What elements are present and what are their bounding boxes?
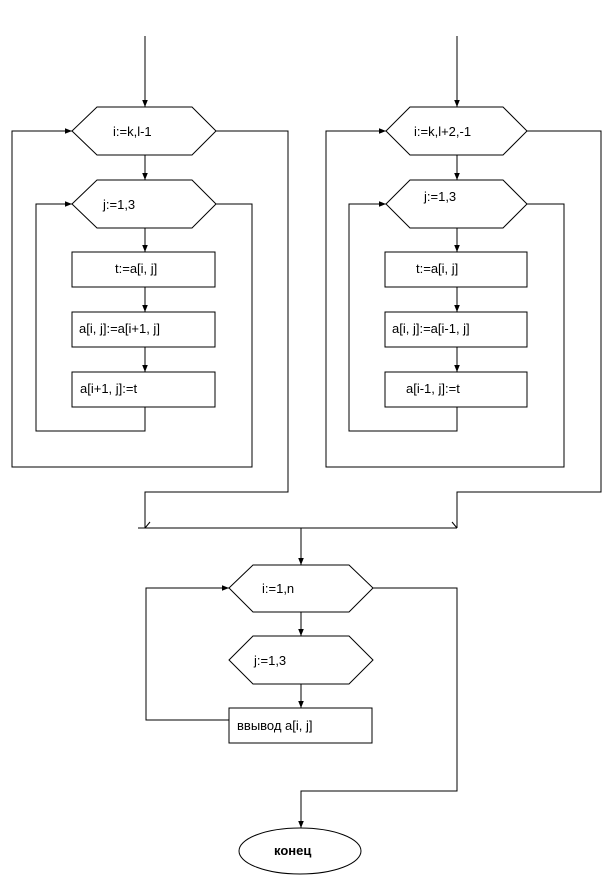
left-step3-box [71, 371, 216, 408]
merge-connector [138, 521, 458, 565]
output-loop-i-hexagon [228, 564, 374, 613]
left-outer-loop-exit [144, 130, 289, 528]
right-step2-box [384, 311, 528, 348]
output-inner-loop-return [145, 585, 229, 721]
end-label: конец [274, 843, 311, 858]
left-inner-loop-return [35, 201, 146, 432]
right-loop-i-label: i:=k,l+2,-1 [414, 124, 471, 139]
right-block: i:=k,l+2,-1 j:=1,3 t:=a[i, j] a[i, j]:=a… [325, 36, 602, 528]
output-loop-j-hexagon [228, 635, 374, 685]
end-terminator [238, 827, 362, 875]
output-loop-j-label: j:=1,3 [253, 653, 286, 668]
left-loop-j-label: j:=1,3 [102, 197, 135, 212]
right-step3-label: a[i-1, j]:=t [406, 381, 460, 396]
right-step1-label: t:=a[i, j] [416, 261, 458, 276]
output-loop-i-label: i:=1,n [262, 581, 294, 596]
output-block: i:=1,n j:=1,3 ввывод a[i, j] [145, 564, 458, 828]
merge-arrow-left-head [144, 521, 151, 529]
left-step2-box [71, 311, 216, 348]
left-step1-box [71, 251, 216, 288]
right-step1-box [384, 251, 528, 288]
right-loop-j-hexagon [385, 179, 528, 229]
merge-arrow-right-head [451, 521, 458, 529]
right-step2-label: a[i, j]:=a[i-1, j] [392, 321, 470, 336]
right-inner-loop-return [348, 201, 458, 432]
left-step1-label: t:=a[i, j] [115, 261, 157, 276]
left-step3-label: a[i+1, j]:=t [80, 381, 137, 396]
right-outer-loop-exit [456, 130, 602, 528]
left-inner-loop-exit [11, 128, 253, 468]
left-block: i:=k,l-1 j:=1,3 t:=a[i, j] a[i, j]:=a[i+… [11, 36, 289, 528]
output-action-box [228, 707, 373, 744]
output-action-label: ввывод a[i, j] [237, 718, 313, 733]
output-outer-loop-exit [298, 587, 458, 828]
left-step2-label: a[i, j]:=a[i+1, j] [79, 321, 160, 336]
left-loop-i-label: i:=k,l-1 [113, 124, 152, 139]
right-step3-box [384, 371, 528, 408]
left-loop-j-hexagon [71, 179, 217, 229]
right-inner-loop-exit [325, 128, 565, 468]
right-loop-j-label: j:=1,3 [423, 189, 456, 204]
